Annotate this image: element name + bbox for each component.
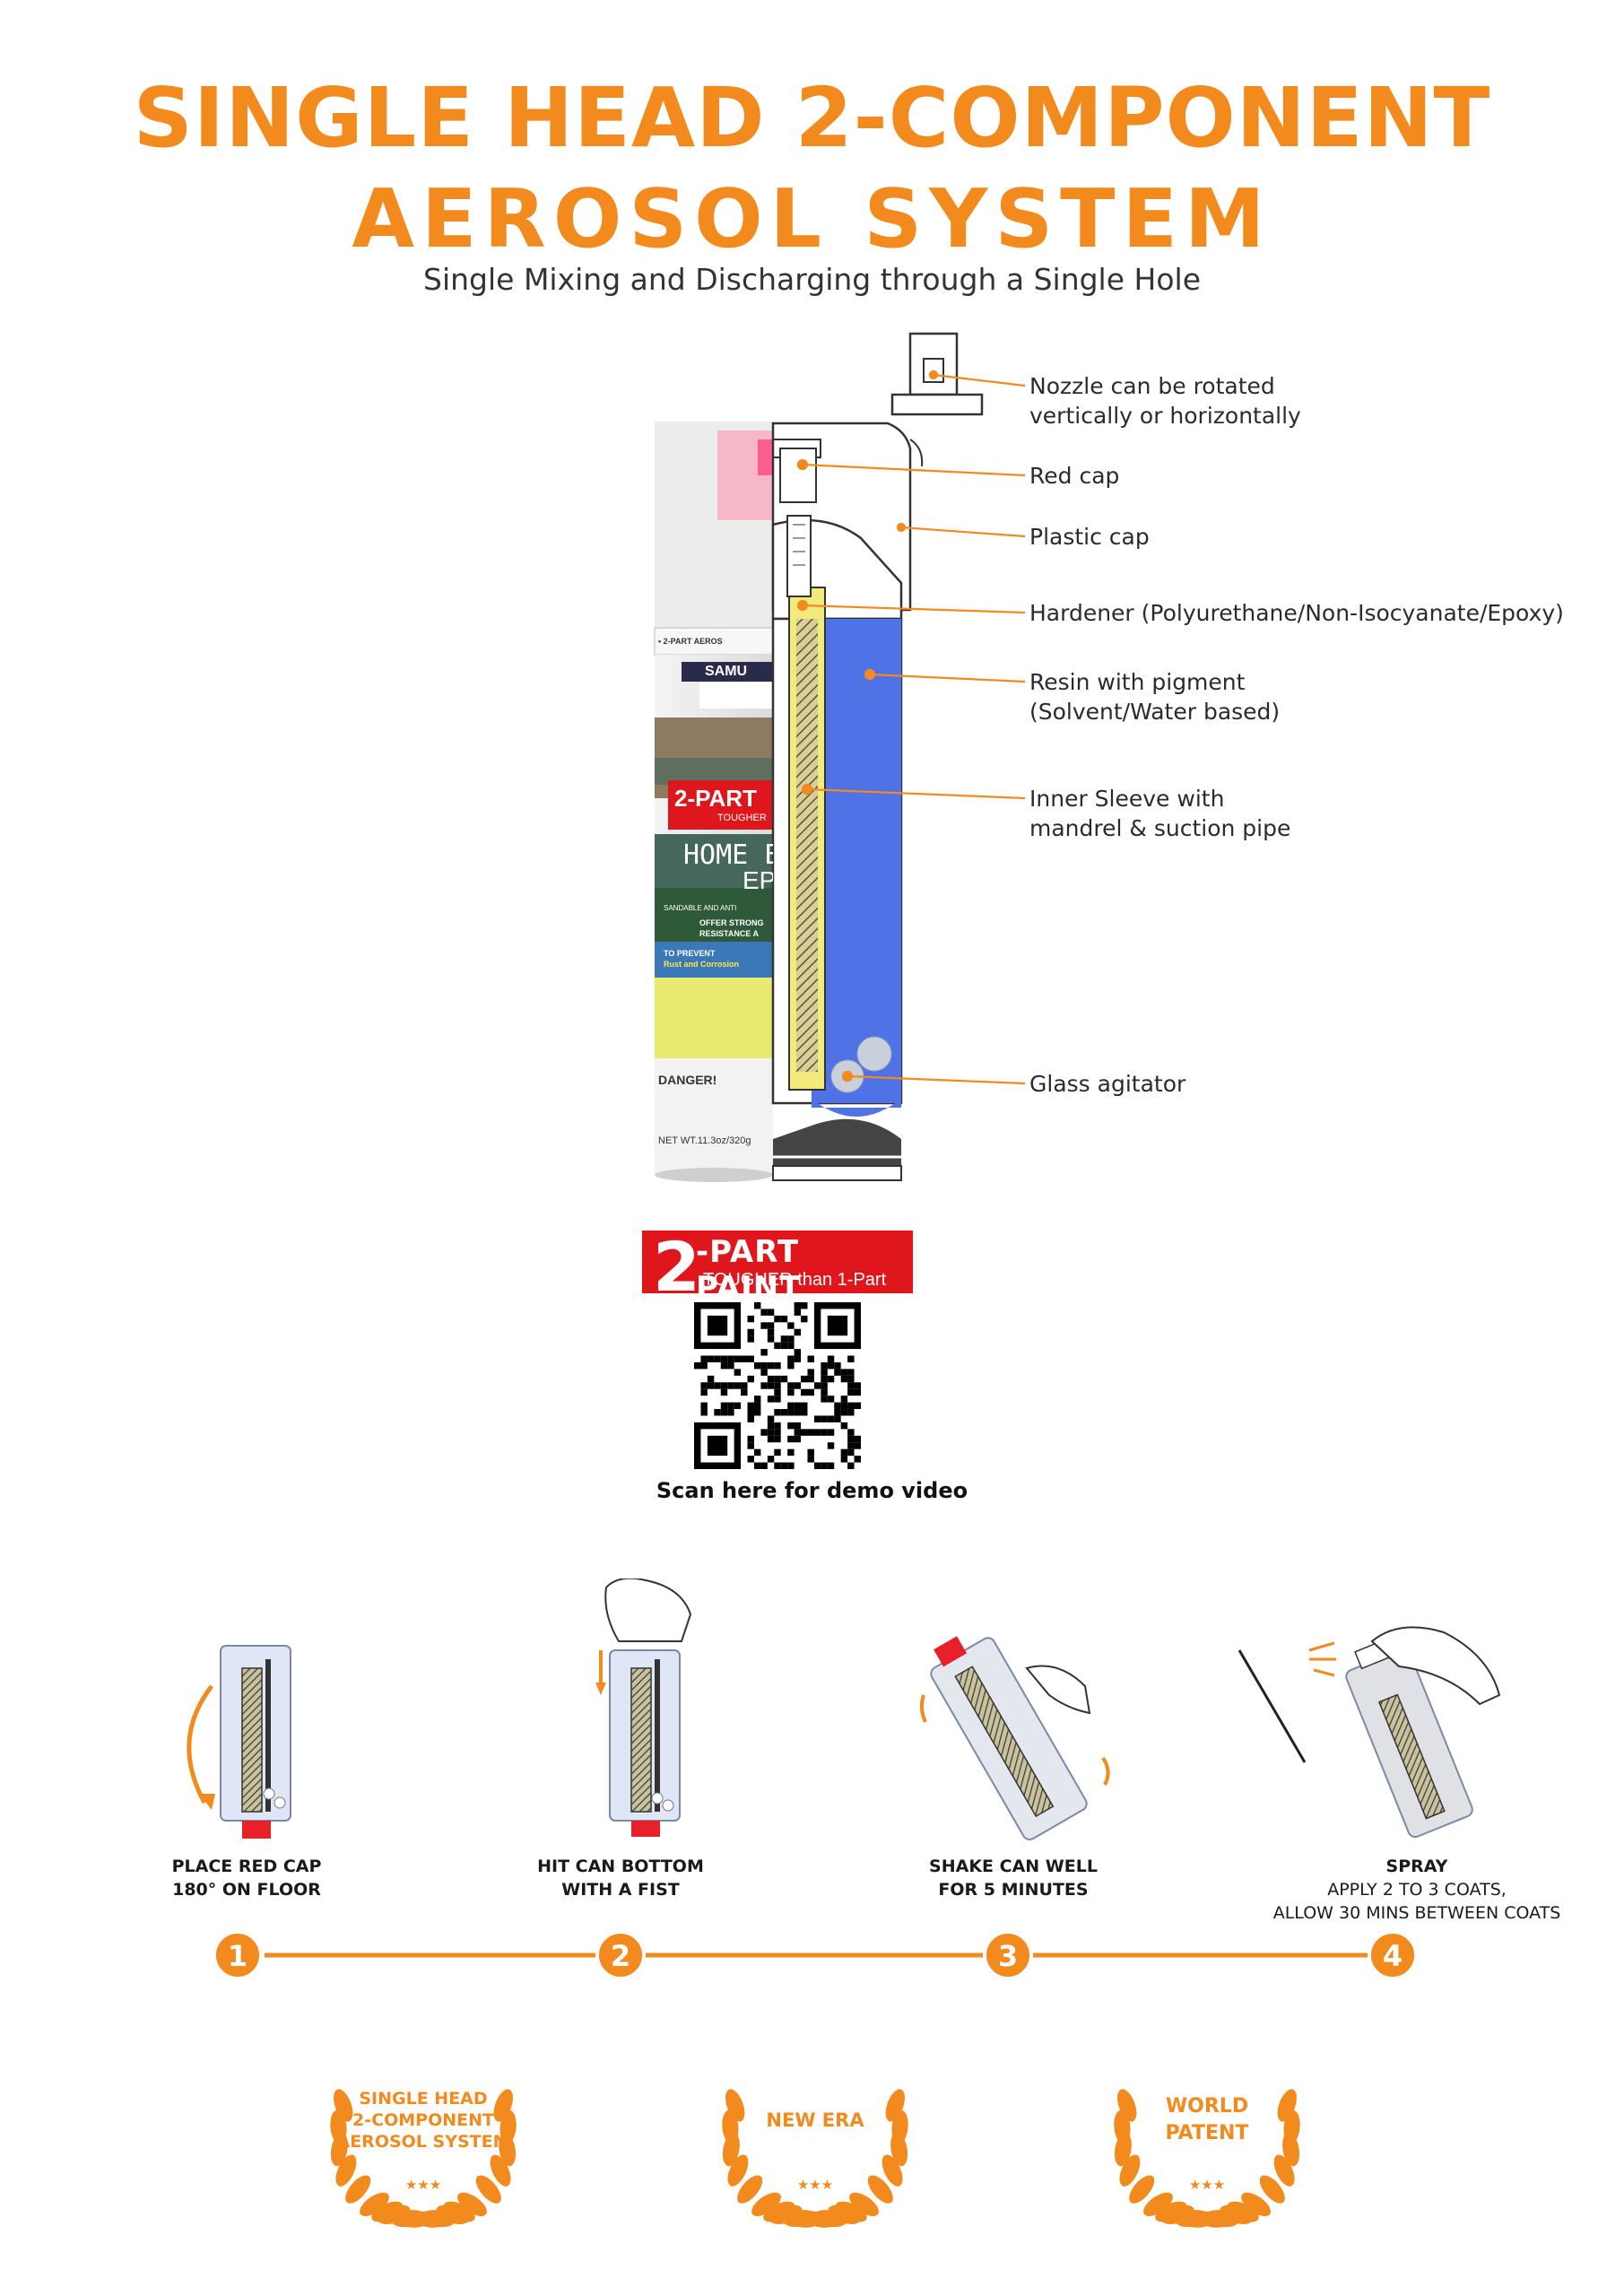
page-title: SINGLE HEAD 2-COMPONENT <box>133 70 1491 166</box>
laurel-wreath-icon <box>1114 2089 1300 2228</box>
badges-wreaths <box>330 2089 1300 2228</box>
step-2-illustration <box>595 1578 692 1837</box>
badge-2-stars: ★★★ <box>796 2177 834 2193</box>
can-label-tougher: TOUGHER <box>717 813 767 823</box>
step-3-illustration <box>930 1636 1088 1840</box>
step-4-marker: 4 <box>1368 1930 1418 1980</box>
can-label-part: 2-PART <box>674 785 757 812</box>
step-1-number: 1 <box>228 1939 248 1973</box>
hand-icon <box>1025 1665 1091 1715</box>
can-label-home: HOME EX <box>683 839 773 871</box>
hand-icon <box>1370 1626 1501 1706</box>
step-3-marker: 3 <box>983 1930 1033 1980</box>
step-4-label: SPRAY APPLY 2 TO 3 COATS, ALLOW 30 MINS … <box>1272 1857 1561 1923</box>
callout-leaders <box>796 370 1026 1085</box>
badge-3-stars: ★★★ <box>1188 2177 1226 2193</box>
scan-caption: Scan here for demo video <box>656 1478 968 1503</box>
step-2-number: 2 <box>611 1939 630 1973</box>
promo-banner: 2 -PART PAINT TOUGHER than 1-Part <box>642 1231 913 1293</box>
promo-headline: -PART PAINT <box>696 1234 802 1293</box>
step-4-number: 4 <box>1383 1939 1403 1973</box>
badge-1-stars: ★★★ <box>404 2177 442 2193</box>
callout-hardener: Hardener (Polyurethane/Non-Isocyanate/Ep… <box>1029 600 1564 626</box>
callout-glass-agitator: Glass agitator <box>1029 1071 1186 1097</box>
aerosol-can-icon <box>654 422 774 1182</box>
step-3-number: 3 <box>998 1939 1018 1973</box>
can-label-line-e: Rust and Corrosion <box>664 960 740 969</box>
can-label-danger: DANGER! <box>658 1073 717 1087</box>
can-label-line-d: TO PREVENT <box>664 949 716 958</box>
steps-illustrations <box>187 1578 1501 1840</box>
qr-code-icon[interactable] <box>694 1302 861 1469</box>
aerosol-can-cutaway-diagram <box>654 332 1026 1182</box>
page-subtitle: Single Mixing and Discharging through a … <box>423 262 1201 297</box>
promo-number: 2 <box>653 1231 700 1293</box>
step-1-illustration <box>187 1645 291 1839</box>
steps-timeline: 1 2 3 4 <box>213 1930 1418 1980</box>
can-label-weight: NET WT.11.3oz/320g <box>658 1135 751 1146</box>
can-label-line-a: SANDABLE AND ANTI <box>664 904 737 912</box>
laurel-wreath-icon <box>722 2089 908 2228</box>
can-label-top: • 2-PART AEROS <box>658 637 723 646</box>
laurel-wreath-icon <box>330 2089 517 2228</box>
step-4-illustration <box>1238 1626 1501 1839</box>
step-1-marker: 1 <box>213 1930 263 1980</box>
badge-2-text: NEW ERA <box>766 2109 864 2131</box>
callout-resin: Resin with pigment(Solvent/Water based) <box>1029 669 1281 725</box>
can-label-line-b: OFFER STRONG <box>699 918 764 927</box>
promo-sub: TOUGHER than 1-Part <box>703 1270 887 1290</box>
can-label-line-c: RESISTANCE A <box>699 929 760 938</box>
can-label-ep: EP <box>743 866 773 894</box>
page-title-line-2: AEROSOL SYSTEM <box>352 172 1272 266</box>
can-cutaway <box>771 332 984 1181</box>
callout-plastic-cap: Plastic cap <box>1029 524 1150 550</box>
callout-red-cap: Red cap <box>1029 463 1120 489</box>
step-2-marker: 2 <box>595 1930 646 1980</box>
hand-icon <box>604 1578 692 1642</box>
can-label-brand: SAMU <box>705 664 748 679</box>
